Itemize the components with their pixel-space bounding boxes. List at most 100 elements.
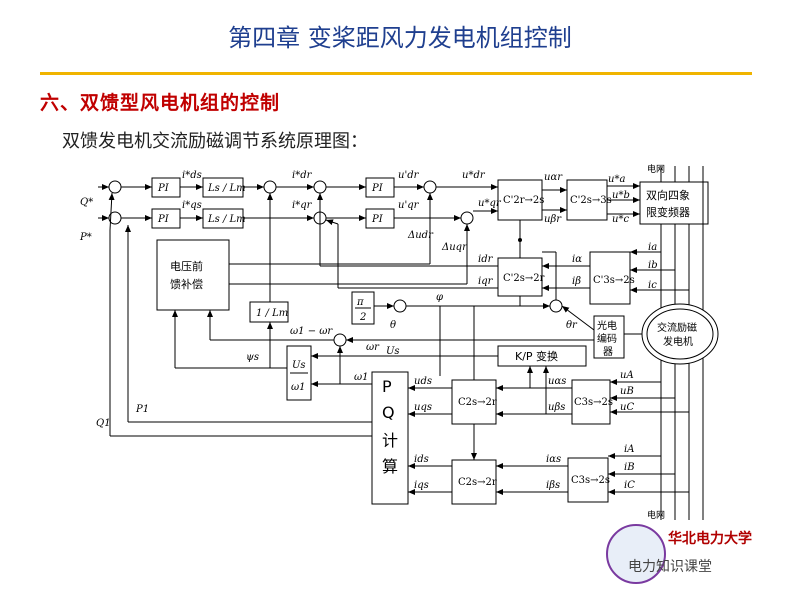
- grid-label-top: 电网: [647, 163, 665, 175]
- pi-label-3: PI: [371, 183, 384, 194]
- uB-label: uB: [620, 386, 634, 397]
- sum-ds: [263, 180, 277, 194]
- kp-transform-block: [497, 345, 587, 367]
- c2r-2s-block: [497, 179, 543, 221]
- iqs-label: iqs: [414, 480, 429, 491]
- pi-label-1: PI: [157, 183, 170, 194]
- ibeta-s-label: iβs: [546, 480, 560, 491]
- udr-label: u'dr: [398, 170, 420, 181]
- uqr-label: u'qr: [398, 200, 420, 211]
- ic-label: ic: [648, 280, 657, 291]
- ls-lm-label-1: Ls / Lm: [207, 183, 246, 194]
- omega-r-label: ωr: [366, 342, 380, 353]
- pq-char-3: 计: [382, 431, 398, 450]
- ubeta-s-label: uβs: [548, 402, 565, 413]
- delta-udr-label: Δudr: [407, 230, 434, 241]
- encoder-line-1: 光电: [597, 319, 617, 332]
- iA-label: iA: [624, 444, 634, 455]
- pi-half-bottom: 2: [359, 312, 366, 323]
- us-omega-bottom: ω1: [291, 382, 306, 393]
- c2s-3s-block: [566, 179, 608, 221]
- c3s-2s-voltage-label: C3s→2s: [574, 397, 613, 408]
- optical-encoder: [593, 315, 625, 359]
- pq-char-1: P: [382, 377, 392, 396]
- ia-label: ia: [648, 242, 657, 253]
- pi-label-2: PI: [157, 214, 170, 225]
- omega-diff-label: ω1 − ωr: [290, 326, 333, 337]
- udr-ref-label: u*dr: [462, 170, 486, 181]
- iqr-label: iqr: [478, 276, 494, 287]
- omega1-label: ω1: [354, 372, 369, 383]
- c2r-2s-label: C'2r→2s: [503, 195, 544, 206]
- ubeta-r-label: uβr: [544, 214, 562, 225]
- p1-label: P1: [135, 404, 149, 415]
- pq-char-4: 算: [382, 457, 398, 476]
- feedforward-line-1: 电压前: [170, 259, 203, 273]
- kp-transform-label: K/P 变换: [515, 349, 558, 363]
- pq-char-2: Q: [382, 403, 395, 422]
- phi-label: φ: [436, 292, 443, 303]
- idr-ref-label: i*dr: [292, 170, 313, 181]
- grid-label-bottom: 电网: [647, 509, 665, 521]
- iqs-ref-label: i*qs: [182, 200, 202, 211]
- one-over-lm-label: 1 / Lm: [256, 308, 288, 319]
- section-heading: 六、双馈型风电机组的控制: [40, 92, 281, 114]
- generator-line-2: 发电机: [663, 335, 693, 348]
- c2s-2r-voltage-label: C2s→2r: [458, 397, 497, 408]
- generator-line-1: 交流励磁: [657, 321, 697, 334]
- ids-ref-label: i*ds: [182, 170, 202, 181]
- c2s-2r-current-label: C2s→2r: [458, 477, 497, 488]
- sum-dr: [313, 180, 327, 194]
- psi-s-label: ψs: [246, 352, 259, 363]
- q1-label: Q1: [96, 418, 111, 429]
- uC-label: uC: [620, 402, 634, 413]
- sum-q: [108, 180, 122, 194]
- ialpha-s-label: iαs: [546, 454, 561, 465]
- uqs-label: uqs: [414, 402, 432, 413]
- idr-label: idr: [478, 254, 494, 265]
- iC-label: iC: [624, 480, 635, 491]
- university-logo-icon: [606, 524, 666, 584]
- c2s-3s-label: C'2s→3s: [570, 195, 612, 206]
- p-ref-label: P*: [79, 232, 92, 243]
- sum-theta: [393, 299, 407, 313]
- ls-lm-label-2: Ls / Lm: [207, 214, 246, 225]
- ub-ref-label: u*b: [612, 190, 630, 201]
- pi-half-top: π: [356, 297, 364, 308]
- ibeta-label: iβ: [572, 276, 581, 287]
- c3s-2s-rotor-block: [589, 251, 631, 305]
- title-divider: [40, 72, 752, 75]
- us-omega-top: Us: [292, 360, 306, 371]
- c3s-2s-voltage-block: [571, 379, 611, 425]
- diagram-caption: 双馈发电机交流励磁调节系统原理图：: [62, 131, 368, 152]
- sum-theta-r: [549, 299, 563, 313]
- c3s-2s-rotor-label: C'3s→2s: [593, 275, 635, 286]
- uds-label: uds: [414, 376, 432, 387]
- encoder-line-3: 器: [603, 346, 613, 358]
- ib-label: ib: [648, 260, 658, 271]
- uqr-ref-label: u*qr: [478, 198, 502, 209]
- ualpha-r-label: uαr: [544, 172, 563, 183]
- encoder-line-2: 编码: [597, 332, 617, 345]
- c3s-2s-current-label: C3s→2s: [571, 475, 610, 486]
- uA-label: uA: [620, 370, 634, 381]
- sum-udr: [423, 180, 437, 194]
- converter-line-1: 双向四象: [646, 188, 690, 202]
- bidirectional-converter: [639, 181, 709, 225]
- watermark-text: 电力知识课堂: [628, 559, 712, 575]
- feedforward-compensation: [156, 239, 230, 311]
- ualpha-s-label: uαs: [548, 376, 566, 387]
- pi-label-4: PI: [371, 214, 384, 225]
- us-label: Us: [386, 346, 400, 357]
- delta-uqr-label: Δuqr: [441, 242, 468, 253]
- pq-calculation-block: [371, 371, 409, 505]
- university-name: 华北电力大学: [668, 531, 752, 547]
- theta-r-label: θr: [566, 320, 578, 331]
- iB-label: iB: [624, 462, 635, 473]
- uc-ref-label: u*c: [612, 214, 629, 225]
- q-ref-label: Q*: [80, 197, 93, 208]
- ids-label: ids: [414, 454, 429, 465]
- c3s-2s-current-block: [567, 457, 609, 503]
- c2s-2r-rotor-label: C'2s→2r: [503, 273, 545, 284]
